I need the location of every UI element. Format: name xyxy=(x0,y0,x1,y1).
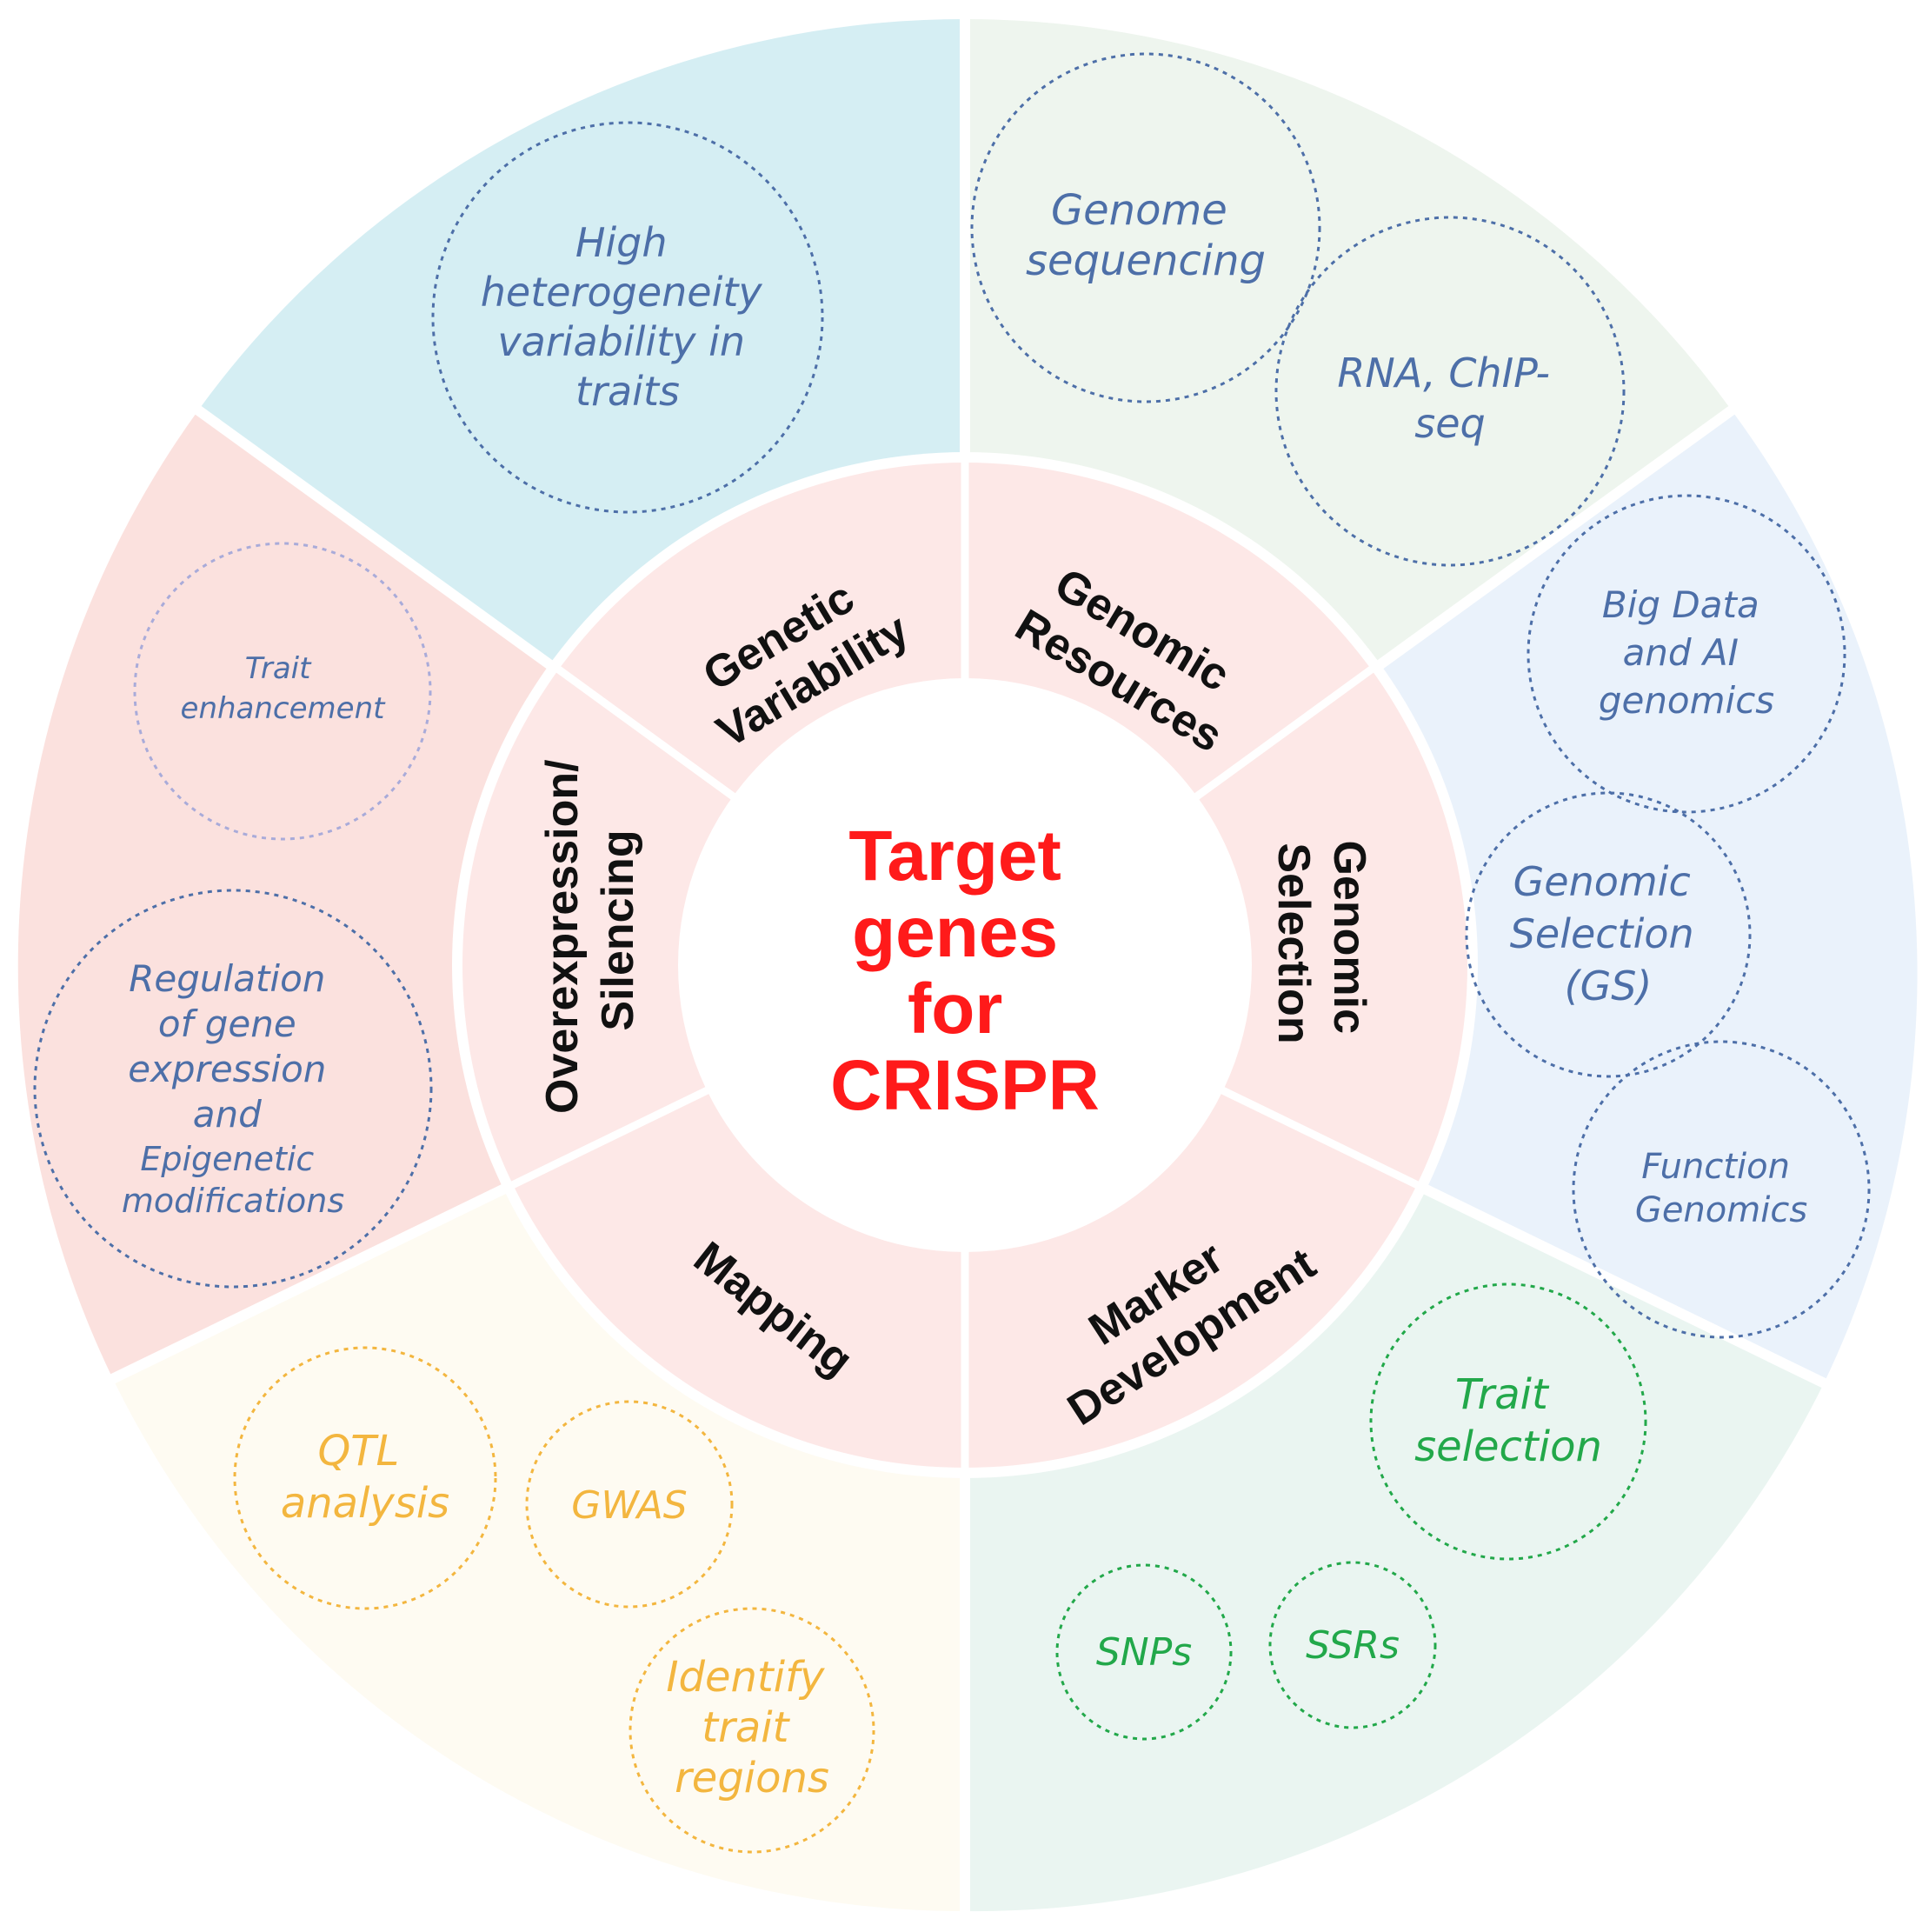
bubble-genome-sequencing xyxy=(970,52,1321,403)
center-title: Target genes for CRISPR xyxy=(830,816,1100,1125)
bubble-outlines xyxy=(33,52,1871,1854)
bubble-qtl-analysis xyxy=(233,1346,497,1610)
text-genome-sequencing: Genome sequencing xyxy=(1026,186,1266,285)
bubble-regulation xyxy=(33,889,433,1289)
center-title-line-2: genes xyxy=(852,893,1058,972)
bubble-trait-selection xyxy=(1369,1282,1647,1561)
bubble-function-genomics xyxy=(1572,1040,1871,1339)
text-identify-trait-regions: Identify trait regions xyxy=(666,1653,837,1802)
bubble-big-data xyxy=(1527,494,1846,814)
bubble-ssrs xyxy=(1268,1561,1437,1729)
label-genomic-selection: Genomic Selection xyxy=(1268,841,1374,1047)
bubble-identify-trait-regions xyxy=(629,1607,875,1854)
text-ssrs: SSRs xyxy=(1306,1623,1400,1668)
text-big-data: Big Data and AI genomics xyxy=(1599,583,1774,722)
center-title-line-3: for xyxy=(908,969,1002,1049)
label-overexpression-silencing: Overexpression/ Silencing xyxy=(537,747,643,1114)
bubble-snps xyxy=(1055,1563,1233,1741)
text-rna-chip-seq: RNA, ChIP- seq xyxy=(1337,350,1562,447)
bubble-gwas xyxy=(525,1400,734,1609)
text-regulation: Regulation of gene expression and Epigen… xyxy=(122,957,344,1220)
text-trait-selection: Trait selection xyxy=(1414,1370,1602,1471)
text-trait-enhancement: Trait enhancement xyxy=(181,651,387,726)
center-title-line-1: Target xyxy=(848,816,1061,896)
text-function-genomics: Function Genomics xyxy=(1635,1147,1807,1230)
bubble-trait-enhancement xyxy=(133,542,432,841)
center-title-line-4: CRISPR xyxy=(830,1046,1100,1125)
bubble-genomic-selection-gs xyxy=(1465,791,1752,1078)
bubble-rna-chip-seq xyxy=(1274,216,1626,567)
text-qtl-analysis: QTL analysis xyxy=(281,1427,449,1528)
center-circle xyxy=(678,678,1252,1252)
text-snps: SNPs xyxy=(1096,1630,1192,1675)
text-genomic-selection-gs: Genomic Selection (GS) xyxy=(1510,858,1707,1009)
text-gwas: GWAS xyxy=(571,1483,687,1528)
text-heterogeneity: High heterogeneity variability in traits xyxy=(481,219,775,415)
bubble-heterogeneity xyxy=(431,121,824,514)
